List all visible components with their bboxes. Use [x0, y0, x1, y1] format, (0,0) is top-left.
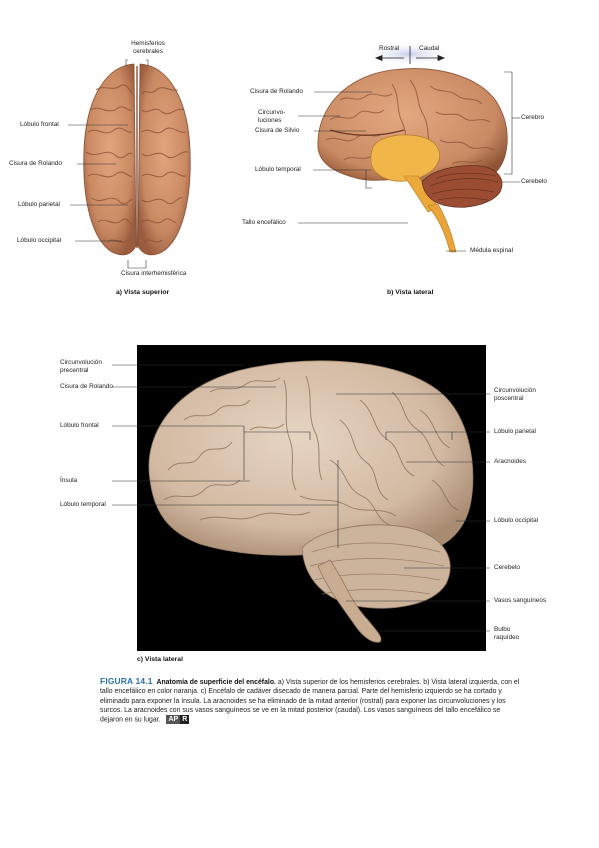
figure-number: FIGURA 14.1 [100, 676, 153, 686]
label-cisura-rolando-a: Cisura de Rolando [9, 160, 62, 167]
label-tallo-encefalico: Tallo encefálico [242, 219, 286, 226]
superior-view-leaders [68, 59, 149, 269]
label-lobulo-parietal-c: Lóbulo parietal [494, 428, 536, 435]
label-cerebelo-b: Cerebelo [521, 178, 547, 185]
figure-caption: FIGURA 14.1 Anatomía de superficie del e… [100, 676, 520, 725]
label-lobulo-occipital-c: Lóbulo occipital [494, 517, 539, 524]
lateral-view-leaders [298, 71, 520, 252]
cadaver-brain [148, 360, 474, 643]
label-cisura-rolando-c: Cisura de Rolando [60, 383, 113, 390]
caption-a-vista-superior: a) Vista superior [116, 289, 170, 296]
direction-arrows [374, 46, 446, 64]
figure-caption-text: a) Vista superior de los hemisferios cer… [100, 679, 520, 724]
label-circunvolucion-poscentral: Circunvolución poscentral [494, 387, 536, 402]
label-circunvolucion-precentral: Circunvolución precentral [60, 359, 102, 374]
label-lobulo-frontal-a: Lóbulo frontal [20, 121, 59, 128]
label-bulbo-raquideo: Bulbo raquídeo [494, 626, 520, 641]
label-cisura-silvio: Cisura de Silvio [255, 127, 300, 134]
apr-badge-r: R [180, 715, 190, 725]
label-circunvoluciones: Circunvo- luciones [258, 109, 286, 124]
label-medula-espinal: Médula espinal [470, 247, 513, 254]
superior-view-brain [83, 63, 191, 256]
lateral-view-brain [317, 68, 508, 253]
label-cerebro: Cerebro [521, 114, 545, 121]
label-lobulo-temporal-c: Lóbulo temporal [60, 501, 106, 508]
label-rostral: Rostral [379, 45, 400, 52]
direction-halo [361, 42, 457, 66]
apr-badge-ap: AP [166, 715, 181, 725]
label-lobulo-parietal-a: Lóbulo parietal [18, 201, 60, 208]
cadaver-leaders [112, 364, 490, 632]
label-cisura-interhemisferica: Cisura interhemisférica [121, 270, 187, 277]
label-cisura-rolando-b: Cisura de Rolando [250, 88, 303, 95]
label-hemisferios-cerebrales: Hemisferios cerebrales [131, 40, 165, 55]
label-vasos-sanguineos: Vasos sanguíneos [494, 597, 547, 604]
label-lobulo-occipital-a: Lóbulo occipital [17, 237, 62, 244]
label-aracnoides: Aracnoides [494, 458, 526, 465]
label-caudal: Caudal [419, 45, 440, 52]
caption-c-vista-lateral: c) Vista lateral [137, 656, 183, 663]
label-lobulo-temporal-b: Lóbulo temporal [255, 166, 301, 173]
label-cerebelo-c: Cerebelo [494, 564, 520, 571]
label-lobulo-frontal-c: Lóbulo frontal [60, 422, 99, 429]
caption-b-vista-lateral: b) Vista lateral [387, 289, 434, 296]
label-insula: Ínsula [60, 477, 78, 484]
figure-title: Anatomía de superficie del encéfalo. [156, 679, 276, 686]
